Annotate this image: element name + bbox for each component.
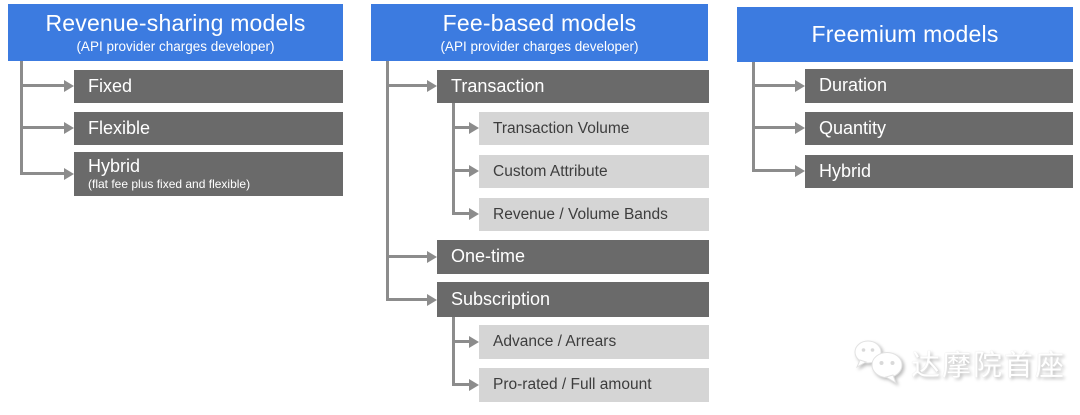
node-duration: Duration (805, 69, 1073, 103)
node-quantity: Quantity (805, 112, 1073, 145)
connector-arrow (386, 84, 428, 87)
node-label: Duration (819, 75, 888, 96)
arrow-right-icon (795, 122, 805, 134)
node-note: (flat fee plus fixed and flexible) (88, 177, 251, 192)
node-label: Revenue / Volume Bands (493, 205, 668, 223)
connector-arrow (452, 340, 470, 343)
node-label: Transaction Volume (493, 119, 630, 137)
node-label: Advance / Arrears (493, 333, 617, 351)
arrow-right-icon (469, 208, 479, 220)
node-transaction: Transaction (437, 70, 709, 103)
node-label: Hybrid (819, 160, 872, 181)
watermark: 达摩院首座 (853, 339, 1066, 387)
arrow-right-icon (64, 80, 74, 92)
arrow-right-icon (795, 165, 805, 177)
connector-arrow (20, 126, 65, 129)
arrow-right-icon (427, 294, 437, 306)
arrow-right-icon (469, 379, 479, 391)
node-fixed: Fixed (74, 70, 343, 103)
arrow-right-icon (469, 336, 479, 348)
header-freemium-models: Freemium models (737, 7, 1073, 62)
node-label: Fixed (88, 75, 133, 96)
connector-arrow (452, 212, 470, 215)
header-revenue-sharing-models: Revenue-sharing models (API provider cha… (8, 4, 343, 61)
node-label: Pro-rated / Full amount (493, 376, 652, 394)
node-label: Quantity (819, 117, 887, 138)
node-label: Subscription (451, 288, 551, 309)
header-title: Freemium models (811, 21, 999, 48)
connector-line (452, 103, 455, 215)
connector-line (386, 61, 389, 301)
node-label: Transaction (451, 75, 545, 96)
arrow-right-icon (469, 165, 479, 177)
node-flexible: Flexible (74, 112, 343, 145)
connector-arrow (386, 298, 428, 301)
connector-arrow (20, 84, 65, 87)
arrow-right-icon (64, 168, 74, 180)
arrow-right-icon (64, 122, 74, 134)
node-subscription: Subscription (437, 282, 709, 317)
connector-arrow (386, 255, 428, 258)
node-revenue-volume-bands: Revenue / Volume Bands (479, 198, 709, 231)
connector-arrow (752, 126, 796, 129)
header-subtitle: (API provider charges developer) (440, 39, 639, 55)
connector-arrow (752, 169, 796, 172)
connector-arrow (752, 84, 796, 87)
node-advance-arrears: Advance / Arrears (479, 325, 709, 359)
node-transaction-volume: Transaction Volume (479, 112, 709, 145)
watermark-text: 达摩院首座 (911, 350, 1067, 382)
connector-line (20, 61, 23, 175)
node-custom-attribute: Custom Attribute (479, 155, 709, 188)
connector-arrow (452, 169, 470, 172)
header-fee-based-models: Fee-based models (API provider charges d… (371, 4, 708, 61)
connector-arrow (20, 172, 65, 175)
arrow-right-icon (427, 251, 437, 263)
wechat-icon (854, 340, 903, 385)
header-title: Fee-based models (442, 10, 637, 37)
node-label: Custom Attribute (493, 162, 608, 180)
connector-arrow (452, 126, 470, 129)
header-title: Revenue-sharing models (45, 10, 306, 37)
node-label: Hybrid (88, 155, 141, 176)
connector-arrow (452, 383, 470, 386)
node-label: One-time (451, 246, 526, 267)
arrow-right-icon (795, 80, 805, 92)
node-one-time: One-time (437, 240, 709, 274)
arrow-right-icon (427, 80, 437, 92)
connector-line (452, 317, 455, 385)
arrow-right-icon (469, 122, 479, 134)
node-hybrid-freemium: Hybrid (805, 155, 1073, 188)
connector-line (752, 62, 755, 172)
node-pro-rated-full-amount: Pro-rated / Full amount (479, 368, 709, 402)
node-label: Flexible (88, 117, 151, 138)
header-subtitle: (API provider charges developer) (76, 39, 275, 55)
node-hybrid-revenue-sharing: Hybrid (flat fee plus fixed and flexible… (74, 152, 343, 196)
